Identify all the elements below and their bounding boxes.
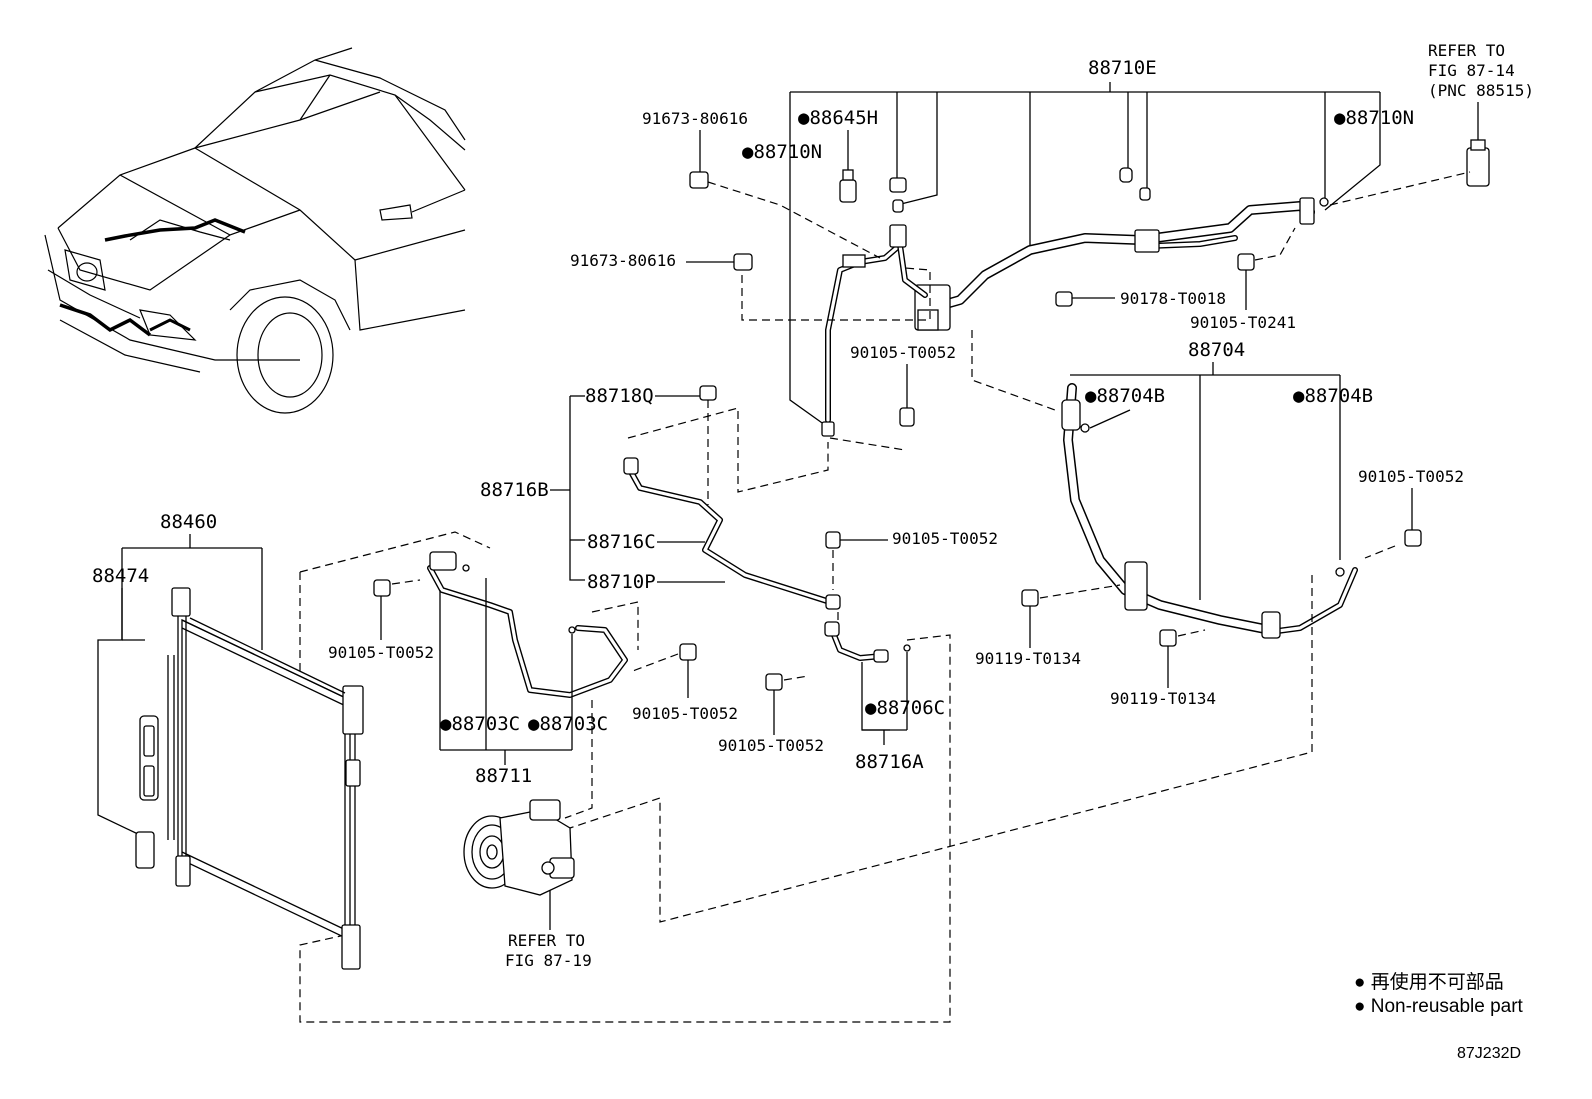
- clip-88718q: [699, 385, 717, 401]
- label-90105-t0052-b: 90105-T0052: [1358, 467, 1464, 486]
- bolt-90105-f: [679, 643, 697, 661]
- legend-non-reusable: ● Non-reusable part: [1354, 996, 1524, 1017]
- refer-line-2: FIG 87-14: [1428, 61, 1515, 80]
- part-88645h-sensor: [839, 130, 907, 213]
- bolt-91673-upper: [689, 171, 709, 189]
- label-88704b-right: ●88704B: [1293, 385, 1373, 407]
- bolt-90105-a: [899, 407, 915, 427]
- label-90105-t0052-c: 90105-T0052: [892, 529, 998, 548]
- vehicle-locator-illustration: [44, 47, 466, 414]
- bolt-90105-t0241: [1237, 253, 1255, 271]
- hose-88711: ●88703C ●88703C 88711: [299, 531, 639, 819]
- legend-japanese: ● 再使用不可部品: [1354, 971, 1504, 993]
- label-88711: 88711: [475, 765, 532, 787]
- pressure-switch-part: [1466, 147, 1490, 187]
- label-91673-80616-upper: 91673-80616: [642, 109, 748, 128]
- refer-fig-87-14-callout: REFER TO FIG 87-14 (PNC 88515): [1428, 41, 1534, 187]
- label-88710n-right: ●88710N: [1334, 107, 1414, 129]
- refer-line-3: (PNC 88515): [1428, 81, 1534, 100]
- label-88710e: 88710E: [1088, 57, 1157, 79]
- label-88710n-left: ●88710N: [742, 141, 822, 163]
- bolt-90119-a: [1021, 589, 1039, 607]
- pipe-88710e: [821, 167, 1329, 437]
- label-90105-t0052-e: 90105-T0052: [328, 643, 434, 662]
- pipe-88716a: ●88706C 88716A: [299, 612, 951, 1023]
- label-88716a: 88716A: [855, 751, 924, 773]
- label-90178-t0018: 90178-T0018: [1120, 289, 1226, 308]
- desiccant-part: [135, 831, 155, 869]
- label-90105-t0241: 90105-T0241: [1190, 313, 1296, 332]
- refer-fig-87-19-line-1: REFER TO: [508, 931, 585, 950]
- figure-code: 87J232D: [1457, 1045, 1521, 1062]
- label-88645h: ●88645H: [798, 107, 878, 129]
- compressor-illustration: REFER TO FIG 87-19: [463, 799, 592, 970]
- pipe-88716b: 88718Q 88716B 88716C 88710P: [480, 385, 841, 610]
- label-88716c: 88716C: [587, 531, 656, 553]
- bolt-90105-e: [373, 579, 391, 597]
- bolt-90105-b: [1404, 529, 1422, 547]
- nut-90178: [1055, 291, 1073, 307]
- label-88718q: 88718Q: [585, 385, 654, 407]
- label-88710p: 88710P: [587, 571, 656, 593]
- label-88706c: ●88706C: [865, 697, 945, 719]
- label-88703c-left: ●88703C: [440, 713, 520, 735]
- group-88710e-bracket: 88710E: [789, 57, 1381, 426]
- hose-88704: 88704 ●88704B ●88704B: [1061, 339, 1373, 639]
- label-90119-t0134-a: 90119-T0134: [975, 649, 1081, 668]
- bolt-90119-b: [1159, 629, 1177, 647]
- label-91673-80616-lower: 91673-80616: [570, 251, 676, 270]
- label-90119-t0134-b: 90119-T0134: [1110, 689, 1216, 708]
- refer-line-1: REFER TO: [1428, 41, 1505, 60]
- bolt-90105-d: [765, 673, 783, 691]
- refer-fig-87-19-line-2: FIG 87-19: [505, 951, 592, 970]
- label-88704: 88704: [1188, 339, 1245, 361]
- label-90105-t0052-d: 90105-T0052: [718, 736, 824, 755]
- label-88716b: 88716B: [480, 479, 549, 501]
- label-88703c-right: ●88703C: [528, 713, 608, 735]
- label-88460: 88460: [160, 511, 217, 533]
- label-90105-t0052-a: 90105-T0052: [850, 343, 956, 362]
- bolt-91673-lower: [733, 253, 753, 271]
- label-88474: 88474: [92, 565, 149, 587]
- label-90105-t0052-f: 90105-T0052: [632, 704, 738, 723]
- legend: ● 再使用不可部品 ● Non-reusable part: [1354, 971, 1524, 1017]
- label-88704b-left: ●88704B: [1085, 385, 1165, 407]
- condenser-88460: 88460 88474: [92, 511, 364, 970]
- bolt-90105-c: [825, 531, 841, 549]
